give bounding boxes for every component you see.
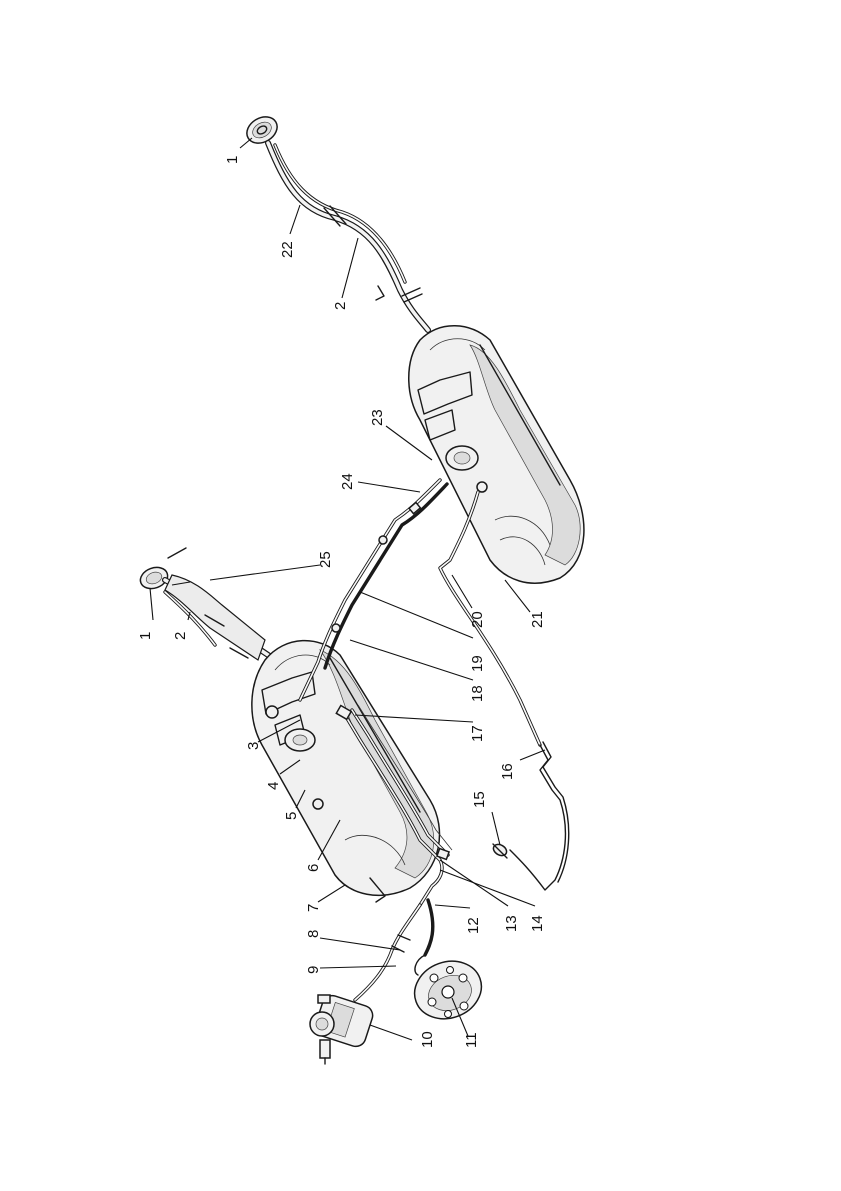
- callout-20: 20: [469, 611, 486, 628]
- callout-19: 19: [469, 655, 486, 672]
- fuel-coarse-filter: [406, 952, 489, 1028]
- callout-24: 24: [339, 473, 356, 490]
- callout-17: 17: [469, 725, 486, 742]
- callout-5: 5: [283, 812, 300, 820]
- callout-25: 25: [317, 551, 334, 568]
- callout-13: 13: [503, 915, 520, 932]
- callout-15: 15: [471, 791, 488, 808]
- callout-1-top: 1: [224, 156, 241, 164]
- callout-7: 7: [305, 904, 322, 912]
- callout-14: 14: [529, 915, 546, 932]
- callout-23: 23: [369, 409, 386, 426]
- callout-10: 10: [419, 1031, 436, 1048]
- callout-2-top: 2: [332, 302, 349, 310]
- fuel-filter: [310, 993, 375, 1064]
- callout-3: 3: [245, 742, 262, 750]
- callout-18: 18: [469, 685, 486, 702]
- callout-22: 22: [279, 241, 296, 258]
- callout-6: 6: [305, 864, 322, 872]
- leader-lines: [150, 138, 545, 1040]
- callout-21: 21: [529, 611, 546, 628]
- callout-9: 9: [305, 966, 322, 974]
- left-fuel-tank: [252, 641, 440, 902]
- callout-8: 8: [305, 930, 322, 938]
- callout-12: 12: [465, 917, 482, 934]
- right-fuel-tank: [409, 326, 584, 583]
- callout-16: 16: [499, 763, 516, 780]
- left-filler-neck: [137, 548, 275, 660]
- callout-4: 4: [265, 782, 282, 790]
- callout-2-left: 2: [172, 632, 189, 640]
- right-filler-neck: [242, 112, 428, 330]
- callout-1-left: 1: [137, 632, 154, 640]
- callout-11: 11: [463, 1032, 480, 1048]
